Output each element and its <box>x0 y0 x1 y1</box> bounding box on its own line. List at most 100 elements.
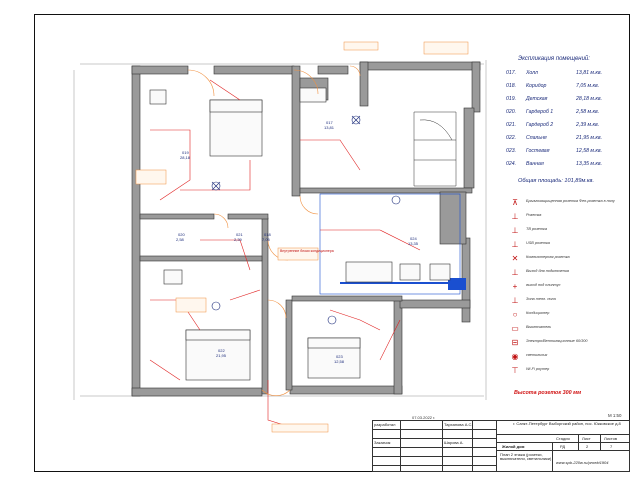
legend-row: ◉ светильник <box>498 352 628 364</box>
room-label-wardrobe2-number: 021 <box>236 232 243 237</box>
room-name: Гостевая <box>526 148 550 154</box>
outlet-icon: ⊥ <box>511 212 519 221</box>
room-label-children-number: 019 <box>182 150 189 155</box>
outlet-height-note: Высота розеток 300 мм <box>514 390 582 396</box>
room-name: Спальня <box>526 135 547 141</box>
legend-row: ⊥Выход для подключения <box>498 268 628 280</box>
outlet-dual-icon: ⊼ <box>512 198 518 207</box>
room-name: Детская <box>526 96 548 102</box>
room-name: Холл <box>526 70 538 76</box>
room-label-bedroom-area: 21,95 <box>216 353 227 358</box>
room-label-hall-area: 13,81 <box>324 125 335 130</box>
room-number: 023. <box>506 148 517 154</box>
room-area: 13,35 м.кв. <box>576 161 603 167</box>
room-number: 017. <box>506 70 517 76</box>
light-fixtures <box>211 115 401 325</box>
room-label-guest-area: 12,58 <box>334 359 345 364</box>
legend-row: ⊥ USB розетка <box>498 240 628 252</box>
room-label-corridor-area: 7,05 <box>262 237 271 242</box>
ventilation-icon: ⊟ <box>511 338 519 347</box>
legend-row: ✕ Компьютерная розетка <box>498 254 628 266</box>
legend-label: USB розетка <box>526 241 550 245</box>
room-label-bath-number: 024 <box>410 236 417 241</box>
furniture <box>149 87 451 381</box>
legend-label: Выход для подключения <box>526 269 569 273</box>
legend-row: ⊟ Электро/Вентиляционные 60/300 <box>498 338 628 350</box>
room-area: 2,58 м.кв. <box>576 109 600 115</box>
room-number: 021. <box>506 122 517 128</box>
bath-area <box>319 193 461 295</box>
ac-icon: ○ <box>512 310 518 319</box>
computer-outlet-icon: ✕ <box>511 254 519 263</box>
designer-role: разработал <box>374 422 396 427</box>
legend-row: ▭ Выключатель <box>498 324 628 336</box>
stage-header: Стадия <box>556 436 570 441</box>
room-name: Коридор <box>526 83 547 89</box>
room-label-wardrobe2-area: 2,39 <box>234 237 243 242</box>
output-icon: + <box>512 282 518 291</box>
legend-row: +выход под плинтус <box>498 282 628 294</box>
legend-label: Кондиционер <box>526 311 550 315</box>
room-label-children-area: 28,18 <box>180 155 191 160</box>
wifi-icon: ⊤ <box>511 366 519 375</box>
floor-heating-icon: ⊥ <box>511 296 519 305</box>
project-name: Жилой дом <box>502 444 525 449</box>
sheet-header: Лист <box>582 436 591 441</box>
room-area: 13,81 м.кв. <box>576 70 603 76</box>
note-boxes <box>135 41 469 433</box>
legend-label: Wi-Fi роутер <box>526 367 550 371</box>
bath-tile-line <box>340 282 460 284</box>
legend-row: ⊥ Зона тепл. пола <box>498 296 628 308</box>
legend-label: светильник <box>526 353 548 357</box>
room-label-corridor-number: 018 <box>264 232 271 237</box>
room-number: 019. <box>506 96 517 102</box>
sheets-value: 7 <box>610 444 613 449</box>
legend-label: Выключатель <box>526 325 552 329</box>
room-number: 020. <box>506 109 517 115</box>
stage-value: РД <box>560 444 566 449</box>
legend-label: Зона тепл. пола <box>526 297 556 301</box>
room-number: 024. <box>506 161 517 167</box>
room-name: Ванная <box>526 161 544 167</box>
drawing-title: План 2 этажа (розетки, выключатели, свет… <box>500 452 552 462</box>
room-area: 21,95 м.кв. <box>576 135 603 141</box>
room-schedule-title: Экспликация помещений: <box>518 56 590 62</box>
light-icon: ◉ <box>511 352 519 361</box>
room-label-bath-area: 13,35 <box>408 241 419 246</box>
legend-label: Розетка <box>526 213 542 217</box>
staircase <box>413 111 457 187</box>
legend-row: ⊥ Розетка <box>498 212 628 224</box>
room-label-bedroom-number: 022 <box>218 348 225 353</box>
room-label-wardrobe1-area: 2,58 <box>176 237 185 242</box>
sheets-header: Листов <box>604 436 617 441</box>
legend-label: Электро/Вентиляционные 60/300 <box>526 339 588 343</box>
room-schedule-row: 024. Ванная 13,35 м.кв. <box>506 161 624 171</box>
total-area: Общая площадь: 101,89м.кв. <box>518 178 595 184</box>
website: www.spb-220w.ru/proekt1904 <box>556 460 609 465</box>
tv-outlet-icon: ⊥ <box>511 226 519 235</box>
usb-outlet-icon: ⊥ <box>511 240 519 249</box>
room-label-hall-number: 017 <box>326 120 333 125</box>
room-label-wardrobe1-number: 020 <box>178 232 185 237</box>
project-address: г. Санкт-Петербург Выборгский район, пос… <box>513 421 621 426</box>
title-block-scale: М 1:50 <box>608 413 622 418</box>
legend-row: ⊥ TB розетка <box>498 226 628 238</box>
room-area: 7,05 м.кв. <box>576 83 600 89</box>
checker-role: Заказчик <box>374 440 391 445</box>
legend-label: Компьютерная розетка <box>526 255 570 259</box>
legend-label: TB розетка <box>526 227 547 231</box>
plan-note-ac-text: Внутренние блоки кондиционера <box>280 249 334 253</box>
sheet-value: 2 <box>586 444 589 449</box>
legend-row: ⊼Брызгозащищенная розетка Фен-розетка в … <box>498 198 628 210</box>
legend-row: ○ Кондиционер <box>498 310 628 322</box>
switch-icon: ▭ <box>511 324 519 333</box>
walls <box>131 61 481 397</box>
room-number: 022. <box>506 135 517 141</box>
designer-name: Тарханова А.С. <box>444 422 473 427</box>
